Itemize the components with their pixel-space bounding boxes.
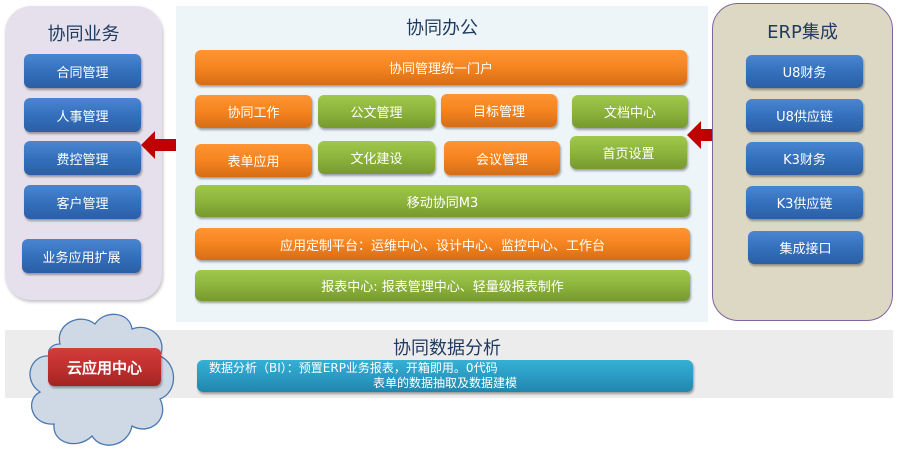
expense-mgmt-button[interactable]: 费控管理	[24, 141, 141, 175]
culture-button[interactable]: 文化建设	[318, 141, 435, 174]
data-analysis-title: 协同数据分析	[393, 338, 501, 359]
report-center-button[interactable]: 报表中心: 报表管理中心、轻量级报表制作	[195, 270, 690, 301]
collab-work-button[interactable]: 协同工作	[195, 95, 312, 128]
collab-business-title: 协同业务	[47, 24, 120, 45]
u8-supply-chain-button[interactable]: U8供应链	[746, 99, 863, 132]
unified-portal-button[interactable]: 协同管理统一门户	[195, 50, 687, 85]
mobile-m3-button[interactable]: 移动协同M3	[195, 185, 690, 217]
bi-line-2: 表单的数据抽取及数据建模	[372, 376, 517, 390]
u8-finance-button[interactable]: U8财务	[746, 55, 863, 88]
collab-office-title: 协同办公	[406, 18, 478, 39]
goal-mgmt-button[interactable]: 目标管理	[441, 94, 557, 127]
app-platform-button[interactable]: 应用定制平台：运维中心、设计中心、监控中心、工作台	[195, 228, 690, 260]
form-app-button[interactable]: 表单应用	[195, 144, 312, 177]
integration-interface-button[interactable]: 集成接口	[748, 231, 863, 264]
erp-integration-title: ERP集成	[767, 22, 838, 43]
doc-mgmt-button[interactable]: 公文管理	[318, 95, 435, 128]
collab-business-panel: 协同业务 合同管理 人事管理 费控管理 客户管理 业务应用扩展	[5, 6, 162, 300]
homepage-settings-button[interactable]: 首页设置	[570, 136, 687, 169]
customer-mgmt-button[interactable]: 客户管理	[24, 185, 141, 219]
cloud-app-center-button[interactable]: 云应用中心	[48, 348, 161, 386]
document-center-button[interactable]: 文档中心	[572, 95, 688, 128]
k3-supply-chain-button[interactable]: K3供应链	[746, 186, 863, 219]
hr-mgmt-button[interactable]: 人事管理	[24, 98, 141, 132]
contract-mgmt-button[interactable]: 合同管理	[24, 54, 141, 88]
erp-integration-panel: ERP集成 U8财务 U8供应链 K3财务 K3供应链 集成接口	[712, 3, 893, 321]
k3-finance-button[interactable]: K3财务	[746, 142, 863, 175]
meeting-mgmt-button[interactable]: 会议管理	[444, 141, 560, 175]
bi-analysis-button[interactable]: 数据分析（BI）：预置ERP业务报表，开箱即用。0代码 表单的数据抽取及数据建模	[197, 360, 693, 392]
collab-office-panel: 协同办公 协同管理统一门户 协同工作 公文管理 目标管理 文档中心 表单应用 文…	[176, 6, 708, 322]
bi-line-1: 数据分析（BI）：预置ERP业务报表，开箱即用。0代码	[209, 361, 498, 375]
business-app-ext-button[interactable]: 业务应用扩展	[22, 239, 141, 273]
